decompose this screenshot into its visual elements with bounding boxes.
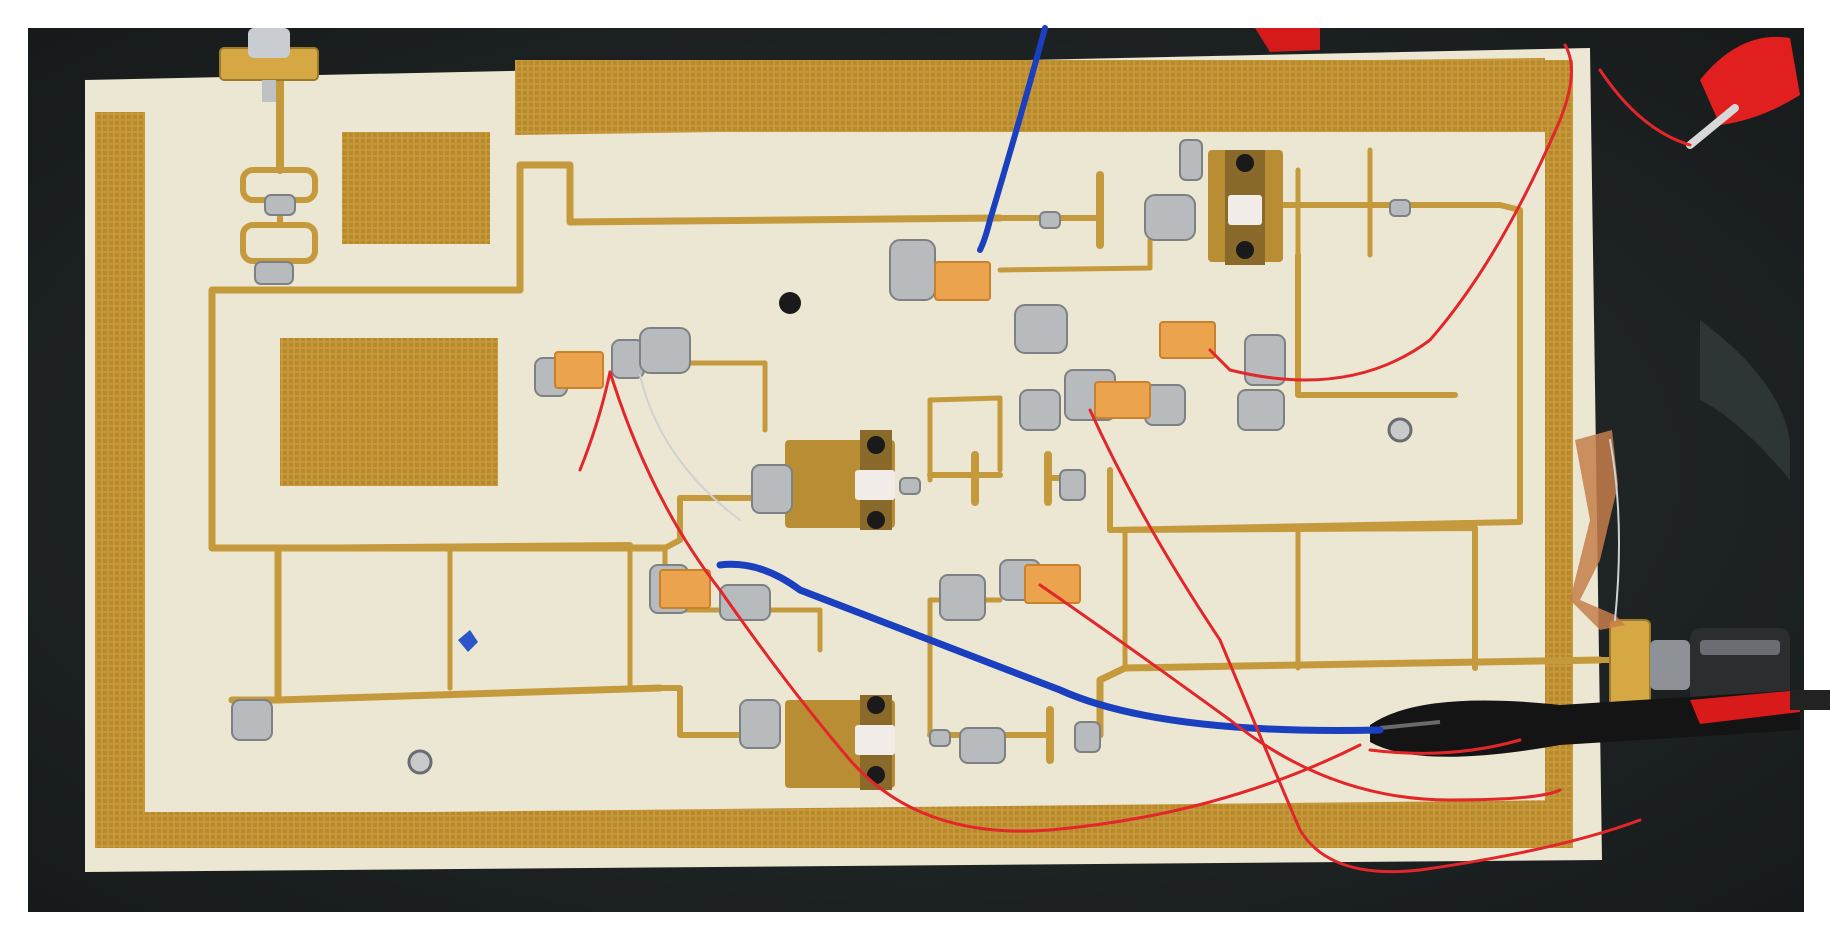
microstrip-traces bbox=[208, 76, 1628, 764]
alligator-clip-black bbox=[1370, 690, 1800, 757]
alligator-clip-red-top bbox=[1686, 36, 1800, 149]
blue-component bbox=[458, 630, 478, 652]
jumper-wires bbox=[578, 25, 1692, 874]
patch-block-top bbox=[342, 132, 490, 244]
transistor-packages bbox=[855, 150, 1265, 790]
copper-tape bbox=[1570, 430, 1625, 630]
sma-connector-output bbox=[1609, 619, 1790, 711]
patch-block-left bbox=[280, 338, 498, 486]
red-clip-top-edge bbox=[1255, 28, 1320, 52]
pcb-board bbox=[85, 48, 1628, 872]
mounting-holes bbox=[407, 292, 1413, 775]
alligator-clip-red-right bbox=[1690, 690, 1800, 724]
tantalum-capacitors bbox=[554, 261, 1216, 609]
sma-connector-input bbox=[219, 28, 319, 102]
